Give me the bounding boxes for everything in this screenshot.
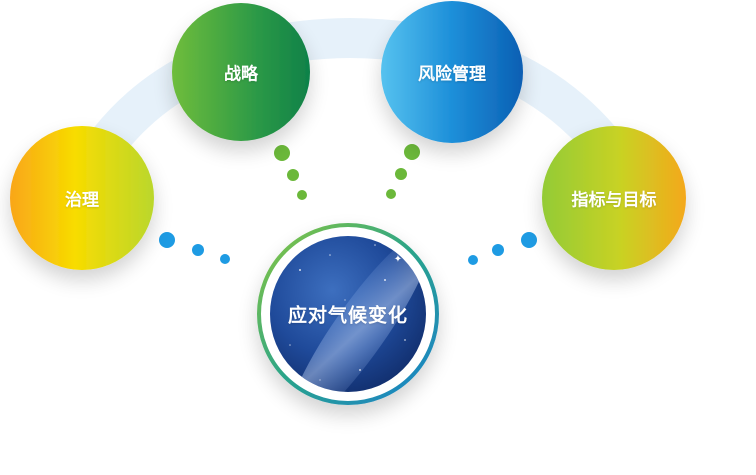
node-metrics-label: 指标与目标 xyxy=(571,190,657,211)
connector-dots-governance xyxy=(159,232,230,264)
center-node-label: 应对气候变化 xyxy=(287,304,409,327)
node-risk-circle[interactable] xyxy=(381,1,523,143)
node-governance-label: 治理 xyxy=(65,190,99,211)
sparkle-icon: ✦ xyxy=(394,254,402,265)
node-metrics-circle[interactable] xyxy=(542,126,686,270)
background-arc xyxy=(40,17,670,250)
node-governance-circle[interactable] xyxy=(10,126,154,270)
node-risk-label: 风险管理 xyxy=(418,64,486,85)
connector-dots-strategy xyxy=(274,145,307,200)
node-strategy-label: 战略 xyxy=(224,64,258,85)
center-node[interactable]: ✦ xyxy=(257,217,450,443)
node-strategy-circle[interactable] xyxy=(172,3,310,141)
connector-dots-risk xyxy=(386,144,420,199)
milky-way-texture xyxy=(287,236,426,392)
connector-dots-metrics xyxy=(468,232,537,265)
